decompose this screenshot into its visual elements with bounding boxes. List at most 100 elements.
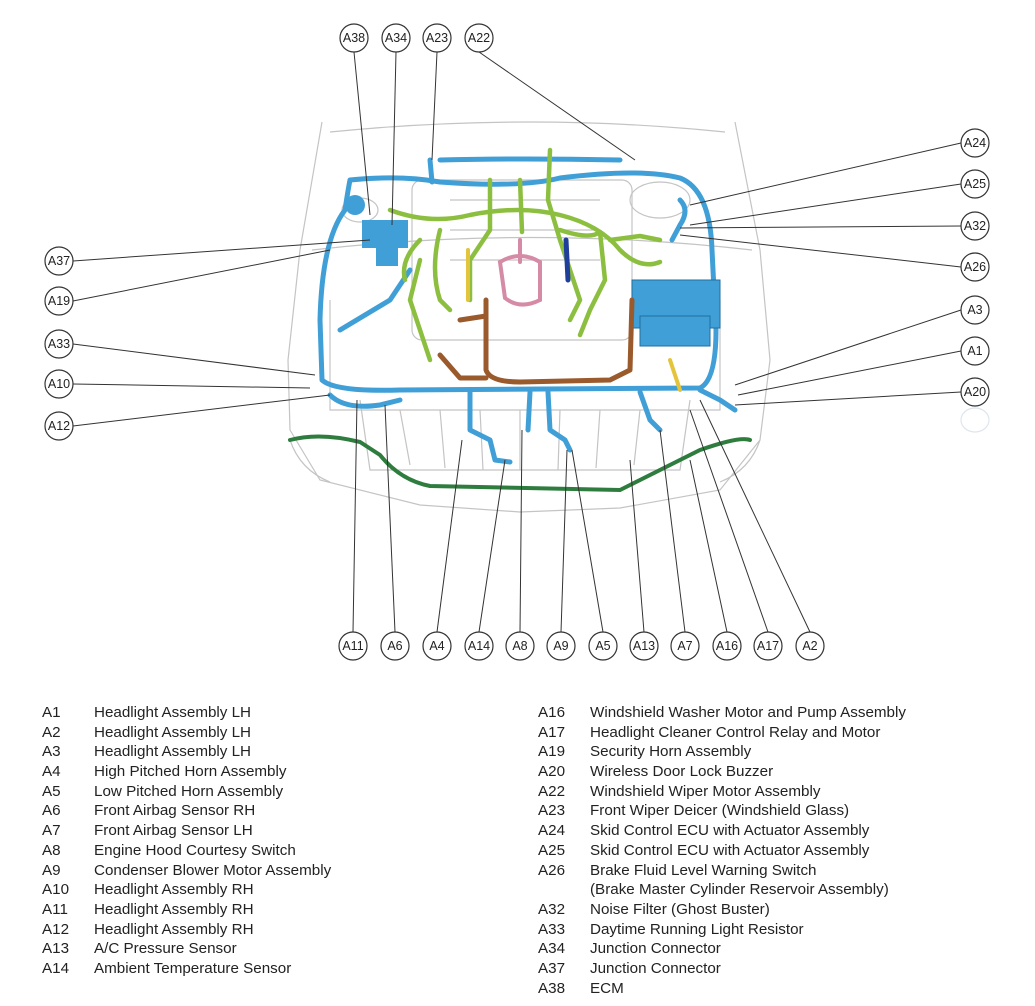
callout-a2: A2: [795, 631, 825, 661]
legend-code: A33: [538, 920, 566, 938]
legend-desc: Headlight Assembly RH: [94, 900, 254, 918]
legend-desc: High Pitched Horn Assembly: [94, 763, 287, 781]
callout-a6: A6: [380, 631, 410, 661]
callout-a4: A4: [422, 631, 452, 661]
legend-desc: Skid Control ECU with Actuator Assembly: [590, 822, 870, 840]
legend-code: A9: [42, 861, 61, 879]
legend-desc: Daytime Running Light Resistor: [590, 920, 804, 938]
legend-code: A2: [42, 723, 61, 741]
legend-code: A6: [42, 802, 61, 820]
callout-circle: [960, 252, 990, 282]
legend-desc: (Brake Master Cylinder Reservoir Assembl…: [590, 881, 889, 899]
legend-desc: Headlight Cleaner Control Relay and Moto…: [590, 723, 881, 741]
callout-text: A6: [387, 639, 402, 653]
harness-pink: [497, 238, 542, 307]
callout-text: A11: [342, 639, 363, 653]
legend-desc: Front Airbag Sensor LH: [94, 822, 253, 840]
callout-circle: [960, 169, 990, 199]
callout-text: A33: [48, 337, 70, 351]
legend-code: [538, 880, 590, 900]
callout-text: A25: [964, 177, 986, 191]
callout-circle: [670, 631, 700, 661]
harness-yellow: [466, 248, 682, 392]
callout-circle: [960, 211, 990, 241]
legend-desc: Headlight Assembly RH: [94, 881, 254, 899]
callout-circle: [422, 631, 452, 661]
callout-a24: A24: [960, 128, 990, 158]
callout-a34: A34: [381, 23, 411, 53]
callout-text: A23: [426, 31, 448, 45]
callout-circle: [44, 329, 74, 359]
callout-text: A10: [48, 377, 70, 391]
callout-circle: [960, 377, 990, 407]
callout-text: A16: [716, 639, 738, 653]
callout-circle: [44, 411, 74, 441]
ecm-blocks: [345, 195, 721, 347]
leader-lines: [72, 51, 962, 633]
callout-circle: [338, 631, 368, 661]
callout-a14: A14: [464, 631, 494, 661]
callout-circle: [795, 631, 825, 661]
callout-a32: A32: [960, 211, 990, 241]
legend-desc: Junction Connector: [590, 959, 721, 977]
legend-code: A13: [42, 940, 70, 958]
legend-row: (Brake Master Cylinder Reservoir Assembl…: [538, 880, 1018, 900]
harness-dark-green: [288, 434, 752, 493]
callout-a20: A20: [960, 377, 990, 407]
callout-text: A17: [757, 639, 779, 653]
callout-circle: [753, 631, 783, 661]
legend-code: A5: [42, 782, 61, 800]
legend-desc: Wireless Door Lock Buzzer: [590, 763, 774, 781]
callout-a3: A3: [960, 295, 990, 325]
callout-circle: [712, 631, 742, 661]
callout-circle: [44, 369, 74, 399]
legend-desc: Low Pitched Horn Assembly: [94, 782, 284, 800]
legend-code: A38: [538, 979, 566, 997]
callout-a10: A10: [44, 369, 74, 399]
callout-text: A7: [677, 639, 692, 653]
callout-circle: [380, 631, 410, 661]
callout-a22: A22: [464, 23, 494, 53]
callout-text: A1: [967, 344, 982, 358]
legend-code: A19: [538, 743, 566, 761]
callout-text: A12: [48, 419, 70, 433]
callout-a17: A17: [753, 631, 783, 661]
callout-circle: [381, 23, 411, 53]
callout-a7: A7: [670, 631, 700, 661]
callout-circle: [422, 23, 452, 53]
callout-a5: A5: [588, 631, 618, 661]
callout-a16: A16: [712, 631, 742, 661]
legend-code: A10: [42, 881, 70, 899]
callout-a23: A23: [422, 23, 452, 53]
callout-circle: [629, 631, 659, 661]
callout-a11: A11: [338, 631, 368, 661]
callout-circle: [546, 631, 576, 661]
legend-code: A23: [538, 802, 566, 820]
legend-code: A32: [538, 900, 566, 918]
callout-circle: [505, 631, 535, 661]
callout-a33: A33: [44, 329, 74, 359]
legend-row: A5 Low Pitched Horn Assembly: [42, 782, 522, 802]
legend-desc: Skid Control ECU with Actuator Assembly: [590, 841, 870, 859]
callout-circle: [960, 295, 990, 325]
legend-desc: Ambient Temperature Sensor: [94, 959, 292, 977]
legend-desc: Noise Filter (Ghost Buster): [590, 900, 770, 918]
